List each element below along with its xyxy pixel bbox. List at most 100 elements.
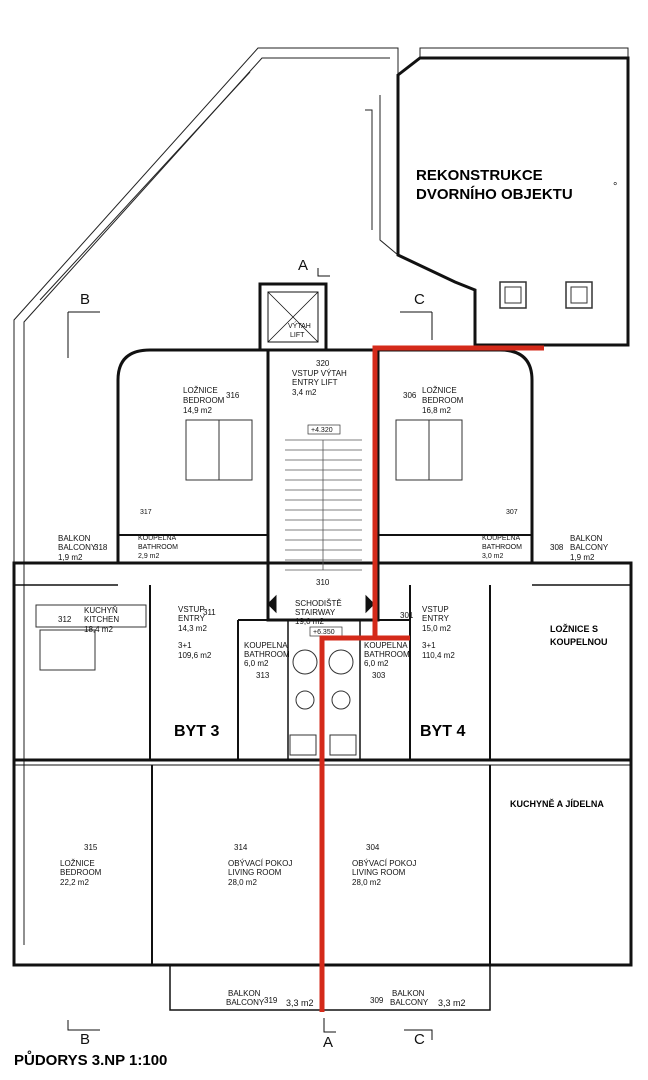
room-310-en: STAIRWAY: [295, 608, 336, 617]
room-306-area: 16,8 m2: [422, 406, 451, 415]
room-314-num: 314: [234, 843, 248, 852]
room-315-num: 315: [84, 843, 98, 852]
room-314-area: 28,0 m2: [228, 878, 257, 887]
room-320-num: 320: [316, 359, 330, 368]
room-310-num: 310: [316, 578, 330, 587]
room-311-area: 14,3 m2: [178, 624, 207, 633]
room-304-en: LIVING ROOM: [352, 868, 406, 877]
room-319-area: 3,3 m2: [286, 998, 314, 1008]
room-313-area: 6,0 m2: [244, 659, 269, 668]
room-306: LOŽNICE 306 BEDROOM 16,8 m2: [403, 386, 464, 415]
room-318-en: BALCONY: [58, 543, 97, 552]
room-307-en: BATHROOM: [482, 544, 522, 551]
room-319-en: BALCONY: [226, 998, 265, 1007]
courtyard-label-line2: DVORNÍHO OBJEKTU: [416, 186, 573, 203]
room-304-area: 28,0 m2: [352, 878, 381, 887]
room-304: 304 OBÝVACÍ POKOJ LIVING ROOM 28,0 m2: [352, 843, 416, 887]
room-315: 315 LOŽNICE BEDROOM 22,2 m2: [60, 843, 102, 887]
room-303-num: 303: [372, 671, 386, 680]
lift-label: VÝTAH LIFT: [288, 321, 311, 339]
room-310-cz: SCHODIŠTĚ: [295, 599, 342, 608]
room-315-area: 22,2 m2: [60, 878, 89, 887]
room-311-cz: VSTUP: [178, 605, 205, 614]
room-307-cz: KOUPELNA: [482, 535, 520, 542]
room-312-num: 312: [58, 615, 72, 624]
room-308-cz: BALKON: [570, 534, 603, 543]
room-315-en: BEDROOM: [60, 868, 102, 877]
room-301-cz: VSTUP: [422, 605, 449, 614]
annotation-loznice-s-koupelnou-2: KOUPELNOU: [550, 637, 608, 647]
room-303-area: 6,0 m2: [364, 659, 389, 668]
room-316-en: BEDROOM: [183, 396, 225, 405]
room-317-en: BATHROOM: [138, 544, 178, 551]
room-319: BALKON BALCONY 319 3,3 m2: [226, 989, 314, 1008]
room-318: BALKON 318 BALCONY 1,9 m2: [58, 534, 108, 562]
section-a-top: A: [298, 257, 308, 274]
section-c-top: C: [414, 291, 425, 308]
room-314-en: LIVING ROOM: [228, 868, 282, 877]
apartment-byt3: BYT 3: [174, 723, 219, 740]
room-316-num: 316: [226, 391, 240, 400]
room-304-cz: OBÝVACÍ POKOJ: [352, 859, 416, 868]
room-313: KOUPELNA BATHROOM 6,0 m2 313: [244, 641, 290, 680]
room-301-type: 3+1: [422, 641, 436, 650]
room-301-en: ENTRY: [422, 614, 450, 623]
room-306-cz: LOŽNICE: [422, 386, 457, 395]
section-a-bottom: A: [323, 1034, 333, 1051]
section-b-bottom: B: [80, 1031, 90, 1048]
room-310-area: 19,0 m2: [295, 617, 324, 626]
room-317-area: 2,9 m2: [138, 553, 160, 560]
stair-treads: [285, 439, 362, 571]
room-318-cz: BALKON: [58, 534, 91, 543]
room-310: 310 SCHODIŠTĚ STAIRWAY 19,0 m2: [295, 578, 342, 626]
furniture: [35, 419, 463, 756]
courtyard-label-line1: REKONSTRUKCE: [416, 167, 543, 184]
room-313-cz: KOUPELNA: [244, 641, 288, 650]
room-301-total: 110,4 m2: [422, 651, 455, 660]
room-320: 320 VSTUP VÝTAH ENTRY LIFT 3,4 m2: [292, 359, 347, 397]
room-312-cz: KUCHYŇ: [84, 606, 118, 615]
room-317-cz: KOUPELNA: [138, 535, 176, 542]
room-320-area: 3,4 m2: [292, 388, 317, 397]
room-304-num: 304: [366, 843, 380, 852]
room-308-num: 308: [550, 543, 564, 552]
annotation-loznice-s-koupelnou-1: LOŽNICE S: [550, 623, 598, 634]
room-311-total: 109,6 m2: [178, 651, 212, 660]
room-311-num: 311: [203, 608, 216, 617]
apartment-division-red-line: [319, 345, 544, 1012]
room-316: LOŽNICE 316 BEDROOM 14,9 m2: [183, 386, 240, 415]
room-311-type: 3+1: [178, 641, 192, 650]
room-309: 309 BALKON BALCONY 3,3 m2: [370, 989, 466, 1008]
courtyard-building: [396, 56, 630, 347]
room-309-num: 309: [370, 996, 384, 1005]
room-301-num: 301: [400, 611, 414, 620]
room-303: KOUPELNA BATHROOM 6,0 m2 303: [364, 641, 410, 680]
level-upper: +4.320: [311, 427, 333, 434]
room-311-en: ENTRY: [178, 614, 206, 623]
room-314: 314 OBÝVACÍ POKOJ LIVING ROOM 28,0 m2: [228, 843, 292, 887]
room-317: 317 KOUPELNA BATHROOM 2,9 m2: [138, 509, 178, 560]
room-307: 307 KOUPELNA BATHROOM 3,0 m2: [482, 509, 522, 560]
room-308-en: BALCONY: [570, 543, 609, 552]
courtyard-label-mark: °: [613, 181, 617, 193]
room-308-area: 1,9 m2: [570, 553, 595, 562]
lift-cz: VÝTAH: [288, 321, 311, 330]
room-307-area: 3,0 m2: [482, 553, 504, 560]
room-301-area: 15,0 m2: [422, 624, 451, 633]
level-lower: +6.350: [313, 629, 335, 636]
room-317-num: 317: [140, 509, 152, 516]
room-312: 312 KUCHYŇ KITCHEN 18,4 m2: [58, 606, 119, 634]
room-320-cz: VSTUP VÝTAH: [292, 369, 347, 378]
room-309-area: 3,3 m2: [438, 998, 466, 1008]
room-314-cz: OBÝVACÍ POKOJ: [228, 859, 292, 868]
room-316-cz: LOŽNICE: [183, 386, 218, 395]
room-313-en: BATHROOM: [244, 650, 290, 659]
room-320-en: ENTRY LIFT: [292, 378, 338, 387]
section-c-bottom: C: [414, 1031, 425, 1048]
room-318-num: 318: [94, 543, 108, 552]
apartment-byt4: BYT 4: [420, 723, 465, 740]
room-315-cz: LOŽNICE: [60, 859, 95, 868]
room-311: VSTUP 311 ENTRY 14,3 m2 3+1 109,6 m2: [178, 605, 216, 660]
room-318-area: 1,9 m2: [58, 553, 83, 562]
